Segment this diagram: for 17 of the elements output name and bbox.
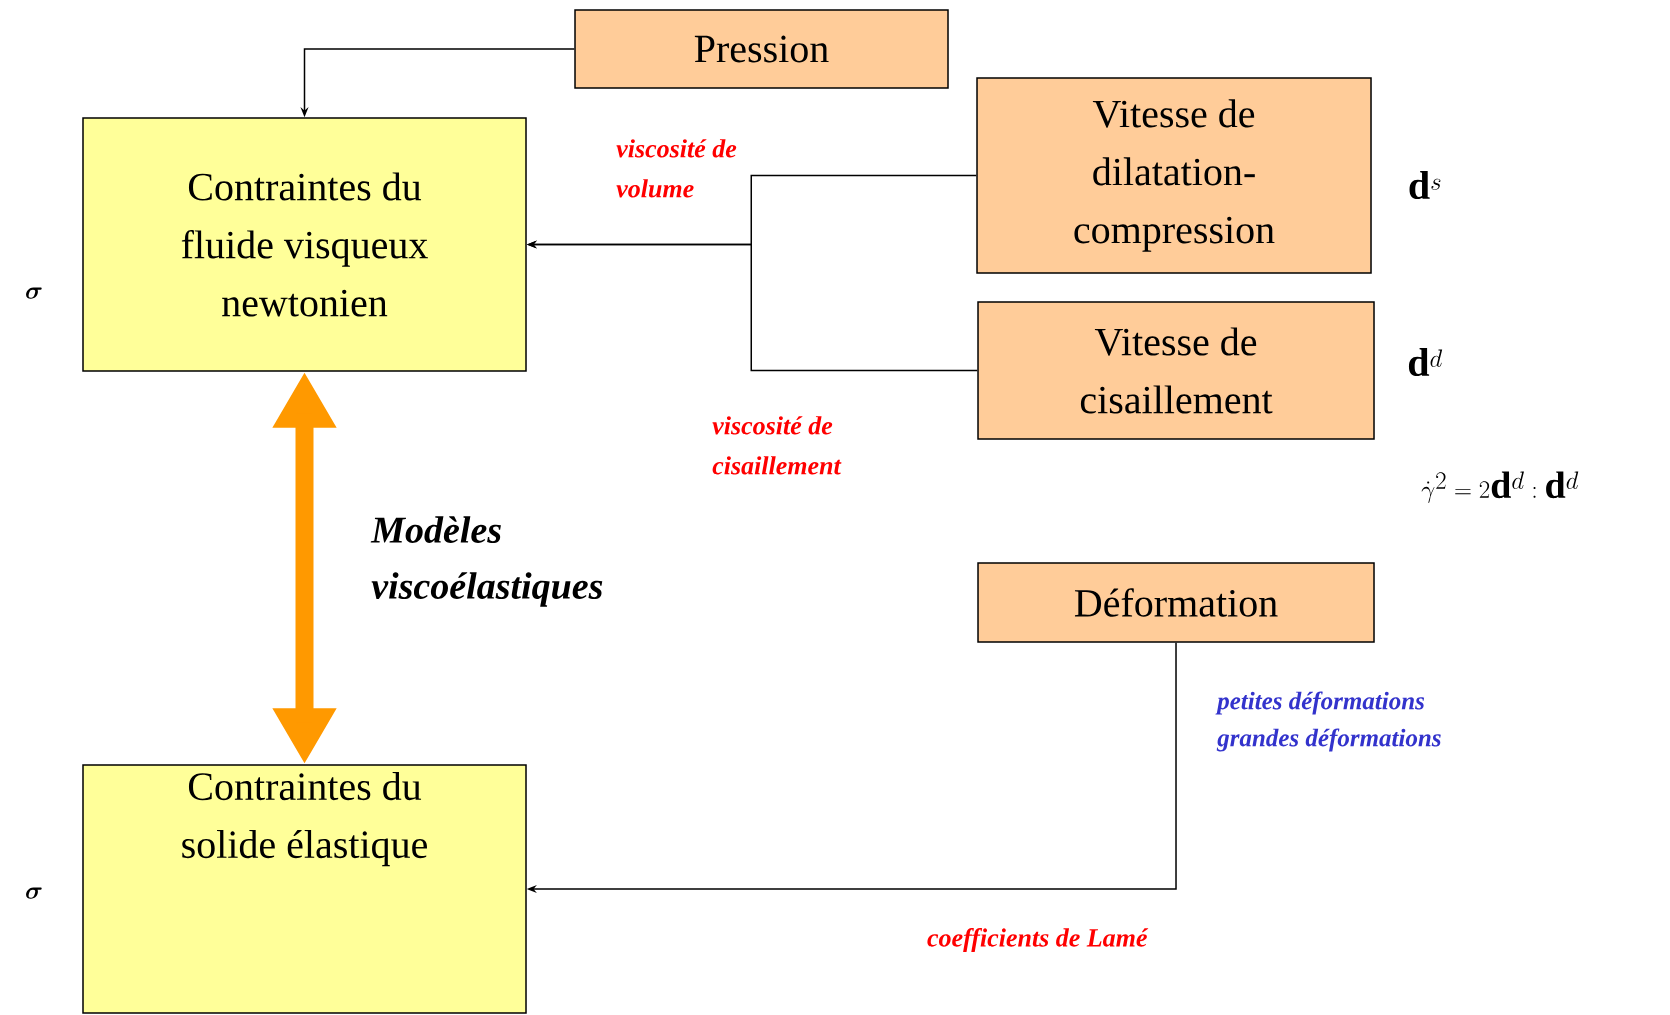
stress-box: Contraintes du fluide visqueux newtonien [82,117,527,372]
note: grandes déformations [1216,728,1441,752]
input-box: Vitesse de cisaillement [977,301,1375,440]
formula: $\boldsymbol{\sigma}$ [26,887,42,899]
note: petites déformations [1215,691,1425,715]
edge-label: coefficients de Lamé [927,928,1149,952]
formula: $\dot{\gamma}^2 = 2\mathbf{d}^d : \mathbf{d}^d$ [1421,471,1579,504]
stress-box: Contraintes du solide élastique [82,764,527,1014]
symbol: $\mathbf{d}^d$ [1408,347,1443,377]
edge-label: viscosité de cisaillement [712,416,842,475]
input-box: Pression [574,9,949,89]
edge-label: Modèles viscoélastiques [370,516,603,607]
edge-label: viscosité de volume [616,139,737,198]
input-box: Vitesse de dilatation-compression [976,77,1372,274]
input-box: Déformation [977,562,1375,643]
formula: $\boldsymbol{\sigma}$ [26,287,42,299]
symbol: $\mathbf{d}^s$ [1409,170,1441,200]
